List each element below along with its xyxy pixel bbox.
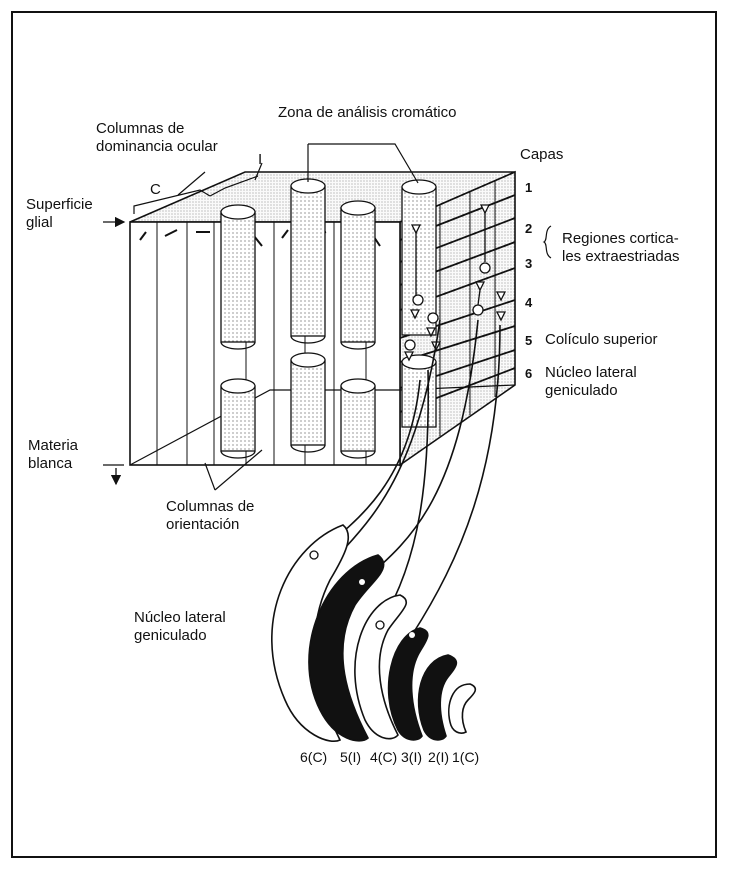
lgn-label-3: 3(I) (401, 749, 422, 765)
layer-number-3: 3 (525, 256, 533, 271)
label-columnas-orientacion: Columnas de orientación (166, 498, 255, 533)
lgn-layers (271, 524, 477, 742)
layer-number-6: 6 (525, 366, 533, 381)
label-c: C (150, 181, 161, 198)
label-zona: Zona de análisis cromático (278, 104, 457, 121)
color-cylinders-lower (220, 352, 437, 459)
lgn-label-2: 2(I) (428, 749, 449, 765)
label-nucleo-left: Núcleo lateral geniculado (134, 609, 226, 644)
lgn-label-1: 1(C) (452, 749, 480, 765)
lgn-label-5: 5(I) (340, 749, 361, 765)
white-matter-arrow (103, 464, 124, 486)
label-i: I (258, 151, 263, 168)
figure-frame (11, 11, 717, 858)
layer-number-1: 1 (525, 180, 533, 195)
leader-lines (133, 143, 552, 491)
lgn-layer-4 (354, 594, 407, 740)
label-nucleo-right: Núcleo lateral geniculado (545, 364, 637, 399)
layer-number-5: 5 (525, 333, 533, 348)
lgn-layer-3 (387, 627, 429, 741)
layer-number-2: 2 (525, 221, 533, 236)
lgn-layer-1 (448, 683, 477, 734)
label-superficie: Superficie glial (26, 196, 93, 231)
lgn-layer-6 (271, 524, 350, 742)
lgn-label-6: 6(C) (300, 749, 328, 765)
lgn-layer-2 (417, 654, 458, 741)
lgn-label-4: 4(C) (370, 749, 398, 765)
label-capas: Capas (520, 146, 564, 163)
label-columnas-dominancia: Columnas de dominancia ocular (96, 120, 218, 155)
label-regiones: Regiones cortica- les extraestriadas (562, 230, 680, 265)
color-cylinders-upper (220, 178, 437, 350)
lgn-layer-5 (308, 554, 385, 742)
label-coliculo: Colículo superior (545, 331, 658, 348)
label-materia: Materia blanca (28, 437, 79, 472)
layer-number-4: 4 (525, 295, 533, 310)
